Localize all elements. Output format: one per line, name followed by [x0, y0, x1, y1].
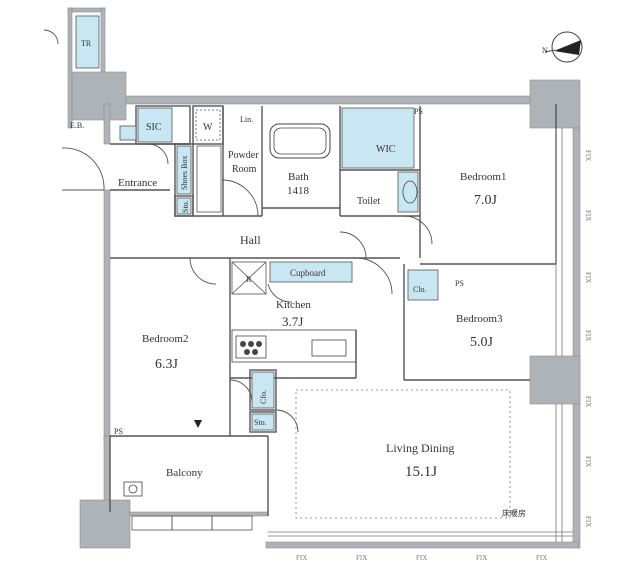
stove-icon — [235, 335, 267, 359]
clo-label: Clo. — [413, 285, 427, 294]
walls — [67, 7, 581, 549]
sic-label: SIC — [146, 122, 162, 133]
fix-label-right: FIX — [584, 210, 592, 221]
windows — [268, 128, 573, 542]
wic-label: WIC — [376, 144, 396, 155]
fix-label-right: FIX — [584, 456, 592, 467]
sic-shelf — [119, 125, 137, 141]
cupboard-label: Cupboard — [290, 268, 326, 278]
powder-room-label-1: Powder — [228, 150, 259, 161]
bedroom2-label: Bedroom2 — [142, 333, 188, 345]
floor-heating-label: 床暖房 — [502, 508, 526, 518]
svg-text:N: N — [542, 46, 548, 55]
door-swings — [43, 29, 433, 433]
fixtures — [75, 15, 439, 431]
sic-fixture — [137, 107, 173, 143]
fix-label-bottom: FIX — [536, 554, 547, 562]
sto-kitchen-fixture — [251, 413, 275, 431]
balcony-railing — [131, 515, 253, 531]
fix-label-bottom: FIX — [416, 554, 427, 562]
cupboard-fixture — [269, 261, 353, 283]
sto-kitchen-label: Sto. — [254, 418, 267, 427]
bedroom1-size-label: 7.0J — [474, 193, 498, 208]
balcony-door-marker — [194, 420, 202, 428]
lin-label: Lin. — [240, 115, 253, 124]
bedroom3-size-label: 5.0J — [470, 335, 494, 350]
fix-labels-bottom: FIX FIX FIX FIX FIX — [296, 554, 547, 562]
ps-top-label: PS — [414, 107, 423, 116]
fix-label-right: FIX — [584, 330, 592, 341]
ps-bedroom2-label: PS — [114, 427, 123, 436]
refrigerator-icon — [231, 261, 267, 295]
fix-labels-right: FIX FIX FIX FIX FIX FIX FIX — [584, 150, 592, 527]
sto-entry-fixture — [176, 197, 192, 215]
living-dining-size-label: 15.1J — [405, 464, 437, 480]
tr-fixture — [75, 15, 100, 69]
wic-fixture — [341, 107, 415, 169]
hall-label: Hall — [240, 233, 261, 247]
tr-label: TR — [81, 39, 92, 48]
bedroom2-size-label: 6.3J — [155, 357, 179, 372]
fix-label-bottom: FIX — [356, 554, 367, 562]
north-arrow-icon: N — [542, 31, 583, 63]
shoes-box-label: Shoes Box — [180, 156, 189, 190]
outdoor-unit-icon — [123, 481, 143, 497]
entrance-label: Entrance — [118, 177, 157, 189]
toilet-fixture — [397, 171, 419, 213]
kitchen-label: Kitchen — [276, 299, 311, 311]
powder-room-label-2: Room — [232, 164, 257, 175]
bedroom1-label: Bedroom1 — [460, 171, 506, 183]
clo-fixture — [407, 269, 439, 301]
elec-label: E.B. — [70, 121, 84, 130]
bath-size-label: 1418 — [287, 185, 310, 197]
fix-label-right: FIX — [584, 396, 592, 407]
washer-icon — [195, 109, 221, 141]
living-dining-label: Living Dining — [386, 441, 454, 455]
shoes-box-fixture — [176, 145, 192, 195]
toilet-bowl-icon — [402, 180, 418, 204]
fix-label-right: FIX — [584, 516, 592, 527]
fix-label-right: FIX — [584, 272, 592, 283]
r-mark-label: R — [246, 275, 252, 284]
fix-label-right: FIX — [584, 150, 592, 161]
fix-label-bottom: FIX — [476, 554, 487, 562]
cfo-fixture — [251, 371, 275, 409]
toilet-label: Toilet — [357, 196, 380, 207]
sink-icon — [311, 339, 347, 357]
floor-heating-area — [295, 389, 511, 519]
bedroom3-label: Bedroom3 — [456, 313, 503, 325]
fix-label-bottom: FIX — [296, 554, 307, 562]
powder-fixture — [196, 145, 222, 213]
bath-label: Bath — [288, 171, 309, 183]
kitchen-size-label: 3.7J — [282, 314, 303, 329]
sto-entry-label: Sto. — [181, 200, 190, 213]
kitchen-counter — [231, 329, 357, 363]
bath-tub-icon — [269, 123, 331, 159]
ps-bedroom3-label: PS — [455, 279, 464, 288]
cfo-label: Cfo. — [259, 390, 268, 404]
balcony-label: Balcony — [166, 467, 203, 479]
w-label: W — [203, 122, 213, 133]
